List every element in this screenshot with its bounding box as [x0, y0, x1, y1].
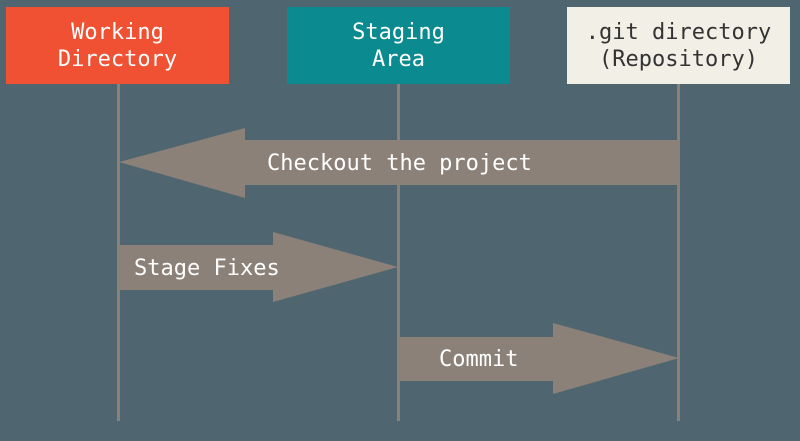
working-directory-box: Working Directory — [6, 7, 229, 84]
commit-arrow — [399, 323, 679, 394]
checkout-arrow-label: Checkout the project — [267, 151, 532, 176]
working-directory-lifeline — [117, 84, 120, 421]
staging-area-box: Staging Area — [287, 7, 510, 84]
repository-box: .git directory (Repository) — [567, 7, 790, 84]
commit-arrow-label: Commit — [439, 347, 518, 372]
staging-area-lifeline — [397, 84, 400, 421]
repository-lifeline — [677, 84, 680, 421]
checkout-arrow — [119, 128, 679, 198]
stage-fixes-arrow — [119, 232, 398, 302]
stage-fixes-arrow-label: Stage Fixes — [134, 256, 280, 281]
